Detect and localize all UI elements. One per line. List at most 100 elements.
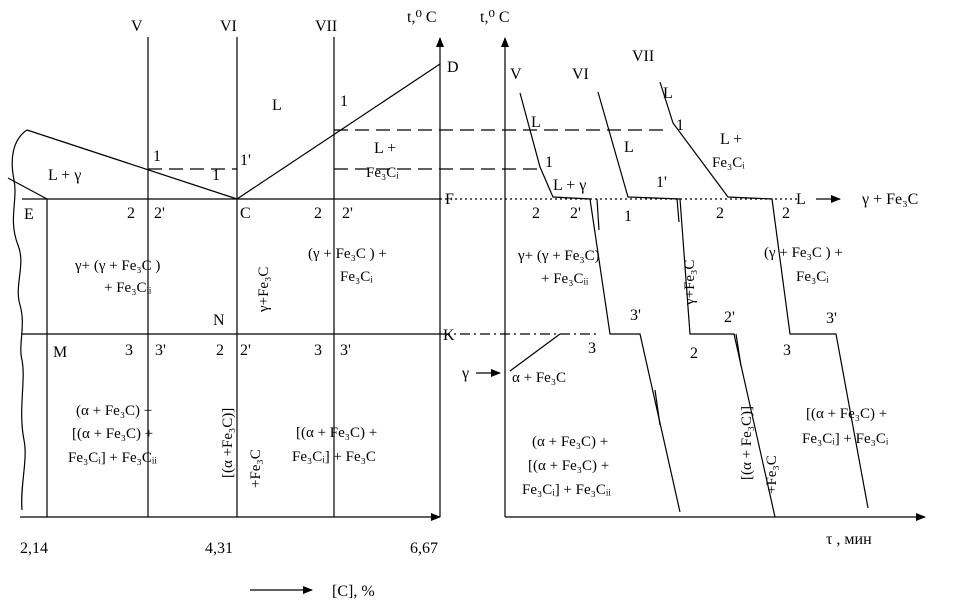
connector-lines xyxy=(334,129,800,335)
region-alpha-right-1: [(α + Fe₃C) + xyxy=(296,425,377,441)
marker-3-b: 3 xyxy=(314,342,322,359)
region-alpha-mid-2: +Fe₃C xyxy=(248,449,264,488)
region-l-fe3c-1: L + xyxy=(374,140,396,157)
region-alpha-mid-1: [(α +Fe₃C)] xyxy=(220,408,236,478)
right-marker-3p-vii: 3' xyxy=(826,310,837,327)
marker-2p-b: 2' xyxy=(342,205,353,222)
tick-2p-vi xyxy=(735,333,742,367)
right-alpha-left-2: [(α + Fe₃C) + xyxy=(528,458,609,474)
tick-2p-v xyxy=(596,198,600,231)
curve-label-vi: VI xyxy=(572,66,589,83)
marker-1-v: 1 xyxy=(153,148,161,165)
marker-3-a: 3 xyxy=(125,342,133,359)
phase-diagram xyxy=(7,37,444,521)
x-tick-214: 2,14 xyxy=(20,540,48,557)
region-alpha-right-2: Fe₃Cᵢ] + Fe₃C xyxy=(292,449,376,465)
right-marker-2-v: 2 xyxy=(532,205,540,222)
alloy-label-v: V xyxy=(131,18,143,35)
marker-3p-b: 3' xyxy=(340,342,351,359)
cooling-curve-v xyxy=(519,92,681,513)
right-g-to-result: α + Fe₃C xyxy=(512,370,566,386)
cooling-curve-vii xyxy=(659,81,869,509)
right-marker-2p-v: 2' xyxy=(570,205,581,222)
marker-2-b: 2 xyxy=(314,205,322,222)
right-alpha-left-1: (α + Fe₃C) + xyxy=(532,434,608,450)
region-l-gamma: L + γ xyxy=(48,167,81,184)
right-marker-2-vi-low: 2 xyxy=(690,345,698,362)
right-l-fe3c-1: L + xyxy=(720,131,742,148)
x-tick-667: 6,67 xyxy=(410,540,438,557)
right-t-axis-label: t,⁰ C xyxy=(480,9,510,26)
curve-label-vii: VII xyxy=(632,48,654,65)
right-gamma-right-2: Fe₃Cᵢ xyxy=(796,269,829,285)
marker-1-mid: 1 xyxy=(212,167,220,184)
right-l-fe3c-2: Fe₃Cᵢ xyxy=(712,155,745,171)
right-marker-3-v: 3 xyxy=(588,340,596,357)
region-gamma-mix-2: + Fe₃Cᵢᵢ xyxy=(104,280,152,296)
composition-label: [C], % xyxy=(332,583,375,600)
solidus-ae xyxy=(7,177,48,200)
left-labels: t,⁰ C [C], % 2,14 4,31 6,67 V VI VII D E… xyxy=(20,9,459,600)
cooling-curves xyxy=(476,37,926,521)
liquidus-ac xyxy=(26,129,238,200)
right-l-v: L xyxy=(531,114,541,131)
right-alpha-mid-1: [(α + Fe₃C)] xyxy=(739,406,755,480)
right-gamma-fe3c-vertical: γ+Fe₃C xyxy=(682,260,698,306)
point-n: N xyxy=(213,312,225,329)
right-gamma-right-1: (γ + Fe₃C ) + xyxy=(764,245,843,261)
right-l-to-result: γ + Fe₃C xyxy=(861,191,918,208)
arrow-g-diag xyxy=(509,333,561,372)
right-marker-1-vi: 1 xyxy=(624,208,632,225)
right-alpha-left-3: Fe₃Cᵢ] + Fe₃Cᵢᵢ xyxy=(522,482,611,498)
point-d: D xyxy=(447,59,459,76)
x-tick-431: 4,31 xyxy=(205,540,233,557)
curve-label-v: V xyxy=(510,66,522,83)
time-axis-label: τ , мин xyxy=(826,531,872,548)
right-marker-3-vii: 3 xyxy=(783,342,791,359)
region-alpha-left-2: [(α + Fe₃C) + xyxy=(72,426,153,442)
alloy-label-vi: VI xyxy=(220,18,237,35)
tick-1p-vi xyxy=(676,198,680,223)
right-gamma-mix-1: γ+ (γ + Fe₃C) xyxy=(517,248,600,264)
right-l-to: L xyxy=(796,191,806,208)
right-gamma-mix-2: + Fe₃Cᵢᵢ xyxy=(541,271,589,287)
right-marker-1-v: 1 xyxy=(545,154,553,171)
right-l-vi: L xyxy=(624,139,634,156)
right-marker-2-vii: 2 xyxy=(782,205,790,222)
marker-2-a: 2 xyxy=(127,205,135,222)
marker-3p-a: 3' xyxy=(155,342,166,359)
tick-v-lower xyxy=(654,389,661,426)
region-gamma-right-2: Fe₃Cᵢ xyxy=(340,269,373,285)
region-l-fe3c-2: Fe₃Cᵢ xyxy=(366,165,399,181)
right-alpha-right-1: [(α + Fe₃C) + xyxy=(806,406,887,422)
region-liquid: L xyxy=(272,97,282,114)
region-gamma-right-1: (γ + Fe₃C ) + xyxy=(308,246,387,262)
point-k: K xyxy=(443,327,455,344)
right-marker-1-vii: 1 xyxy=(676,117,684,134)
right-marker-1p-vi: 1' xyxy=(656,174,667,191)
right-labels: t,⁰ C τ , мин V VI VII L L L L + γ L + F… xyxy=(461,9,918,548)
right-g-to: γ xyxy=(461,365,469,382)
point-c: C xyxy=(240,205,251,222)
right-l-vii: L xyxy=(663,85,673,102)
right-alpha-mid-2: +Fe₃C xyxy=(764,455,780,494)
point-f: F xyxy=(445,191,454,208)
right-marker-2p-vi: 2' xyxy=(724,309,735,326)
marker-2-c: 2 xyxy=(216,342,224,359)
marker-1p-vi: 1' xyxy=(240,152,251,169)
right-marker-2-vi: 2 xyxy=(716,205,724,222)
marker-2p-c: 2' xyxy=(240,342,251,359)
marker-2p-a: 2' xyxy=(154,205,165,222)
right-l-gamma: L + γ xyxy=(553,177,586,194)
right-marker-3p-v: 3' xyxy=(630,307,641,324)
region-alpha-left-3: Fe₃Cᵢ] + Fe₃Cᵢᵢ xyxy=(68,450,157,466)
alloy-label-vii: VII xyxy=(315,18,337,35)
left-t-axis-label: t,⁰ C xyxy=(407,9,437,26)
liquidus-cd xyxy=(236,63,441,200)
region-alpha-left-1: (α + Fe₃C) + xyxy=(76,403,152,419)
wavy-edge xyxy=(11,129,28,511)
point-m: M xyxy=(53,344,67,361)
region-gamma-fe3c-vertical: γ+Fe₃C xyxy=(256,267,272,313)
point-e: E xyxy=(24,206,34,223)
